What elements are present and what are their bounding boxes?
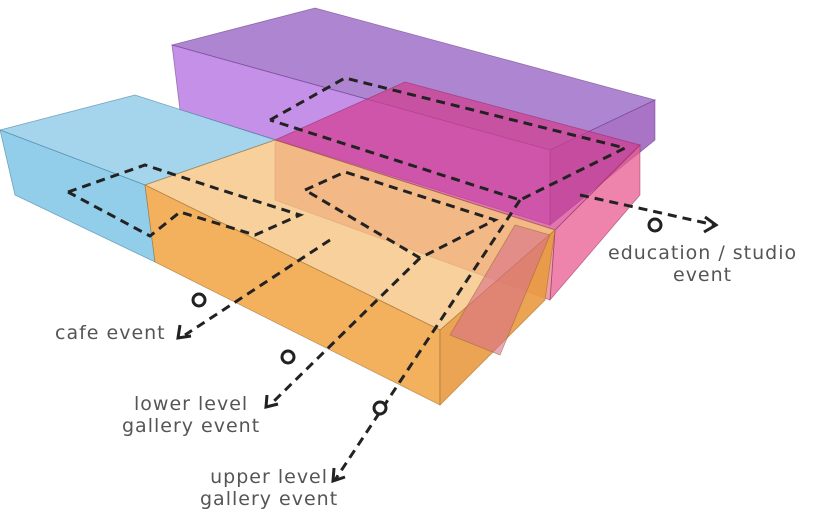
upper-marker-icon	[372, 400, 388, 416]
label-line: lower level	[134, 393, 249, 415]
path-lower-exit	[268, 256, 422, 407]
label-line: education / studio	[608, 242, 798, 264]
education-marker-icon	[647, 217, 663, 233]
label-line: event	[673, 264, 733, 286]
circulation-paths	[67, 76, 716, 481]
upper-arrow-icon	[331, 467, 346, 484]
label-education-event: education / studio event	[608, 242, 797, 286]
label-line: upper level	[210, 466, 329, 488]
cafe-arrow-icon	[176, 324, 192, 340]
lower-marker-icon	[280, 349, 296, 365]
label-line: gallery event	[122, 415, 261, 437]
arrowheads	[176, 215, 719, 484]
path-lower-gallery	[304, 170, 499, 260]
event-markers	[191, 217, 663, 416]
cafe-marker-icon	[191, 292, 207, 308]
path-education-exit	[579, 193, 716, 227]
label-lower-gallery-event: lower level gallery event	[122, 393, 260, 437]
label-line: cafe event	[55, 322, 166, 344]
label-line: gallery event	[200, 488, 339, 510]
orange-volume	[143, 139, 556, 406]
path-cafe	[67, 163, 305, 238]
label-cafe-event: cafe event	[55, 322, 166, 344]
label-upper-gallery-event: upper level gallery event	[200, 466, 338, 510]
path-upper-exit	[333, 199, 522, 481]
education-arrow-icon	[703, 215, 719, 234]
lower-arrow-icon	[264, 394, 279, 409]
